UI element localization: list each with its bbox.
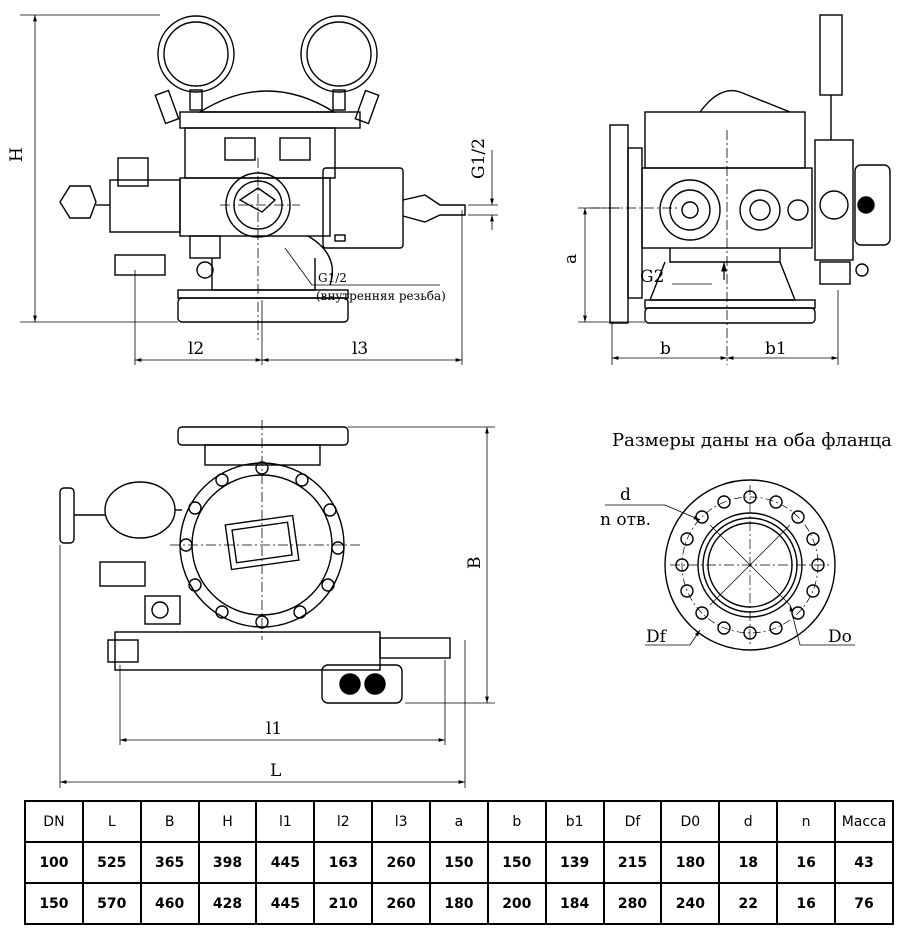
- table-cell: 445: [255, 882, 316, 925]
- table-cell: 139: [544, 841, 605, 884]
- table-header-cell: b1: [544, 800, 605, 843]
- table-cell: 240: [660, 882, 721, 925]
- table-header-cell: n: [776, 800, 837, 843]
- table-header-cell: b: [486, 800, 547, 843]
- flange-caption: Размеры даны на оба фланца: [612, 430, 892, 451]
- table-cell: 215: [602, 841, 663, 884]
- table-cell: 43: [834, 841, 894, 884]
- top-view: [59, 420, 495, 788]
- dim-label-b1: b1: [765, 339, 787, 359]
- table-cell: 525: [81, 841, 142, 884]
- dim-label-a: a: [561, 254, 581, 264]
- table-cell: 398: [197, 841, 258, 884]
- dim-label-n-holes: n отв.: [600, 510, 651, 530]
- table-cell: 260: [371, 882, 432, 925]
- dim-label-l2: l2: [188, 339, 204, 359]
- table-cell: 184: [544, 882, 605, 925]
- table-cell: 76: [834, 882, 894, 925]
- dim-label-G12-right: G1/2: [469, 138, 489, 179]
- table-header-cell: DN: [24, 800, 84, 843]
- technical-drawing: H l2 l3 G1/2 G1/2 (внутренняя резьба): [7, 14, 891, 788]
- dimensions-table: DN L B H l1 l2 l3 a b b1 Df D0 d n Масса…: [24, 800, 894, 925]
- flange-view: [605, 479, 855, 651]
- table-header-cell: B: [139, 800, 200, 843]
- table-cell: 100: [24, 841, 84, 884]
- table-cell: 18: [718, 841, 779, 884]
- table-header-cell: Df: [602, 800, 663, 843]
- dim-label-G12-inner: G1/2: [318, 271, 347, 285]
- table-cell: 150: [24, 882, 84, 925]
- table-header-row: DN L B H l1 l2 l3 a b b1 Df D0 d n Масса: [24, 800, 894, 843]
- dim-label-B: B: [465, 557, 485, 570]
- dim-label-G2: G2: [640, 267, 664, 287]
- table-cell: 180: [429, 882, 489, 925]
- dim-label-l3: l3: [352, 339, 368, 359]
- dim-label-L: L: [270, 761, 281, 781]
- dim-label-H: H: [7, 147, 27, 162]
- table-cell: 16: [776, 841, 837, 884]
- table-cell: 22: [718, 882, 779, 925]
- front-view: [20, 14, 498, 365]
- table-cell: 150: [486, 841, 547, 884]
- table-cell: 570: [81, 882, 142, 925]
- table-header-cell: a: [429, 800, 489, 843]
- table-cell: 163: [313, 841, 374, 884]
- table-cell: 16: [776, 882, 837, 925]
- table-cell: 200: [486, 882, 547, 925]
- table-header-cell: Масса: [834, 800, 894, 843]
- table-row: 100 525 365 398 445 163 260 150 150 139 …: [24, 841, 894, 884]
- table-cell: 365: [139, 841, 200, 884]
- table-cell: 445: [255, 841, 316, 884]
- table-header-cell: L: [81, 800, 142, 843]
- dim-label-d: d: [620, 485, 631, 505]
- dim-label-b: b: [660, 339, 671, 359]
- table-cell: 180: [660, 841, 721, 884]
- table-header-cell: H: [197, 800, 258, 843]
- dim-label-Do: Do: [828, 627, 852, 647]
- table-header-cell: l1: [255, 800, 316, 843]
- inner-thread-note: (внутренняя резьба): [316, 289, 446, 303]
- dim-label-Df: Df: [646, 627, 668, 647]
- table-row: 150 570 460 428 445 210 260 180 200 184 …: [24, 882, 894, 925]
- table-header-cell: l2: [313, 800, 374, 843]
- table-cell: 280: [602, 882, 663, 925]
- table-cell: 460: [139, 882, 200, 925]
- table-cell: 210: [313, 882, 374, 925]
- table-cell: 150: [429, 841, 489, 884]
- table-header-cell: l3: [371, 800, 432, 843]
- table-header-cell: D0: [660, 800, 721, 843]
- table-header-cell: d: [718, 800, 779, 843]
- table-cell: 428: [197, 882, 258, 925]
- side-view: [578, 14, 891, 365]
- dim-label-l1: l1: [266, 719, 282, 739]
- table-cell: 260: [371, 841, 432, 884]
